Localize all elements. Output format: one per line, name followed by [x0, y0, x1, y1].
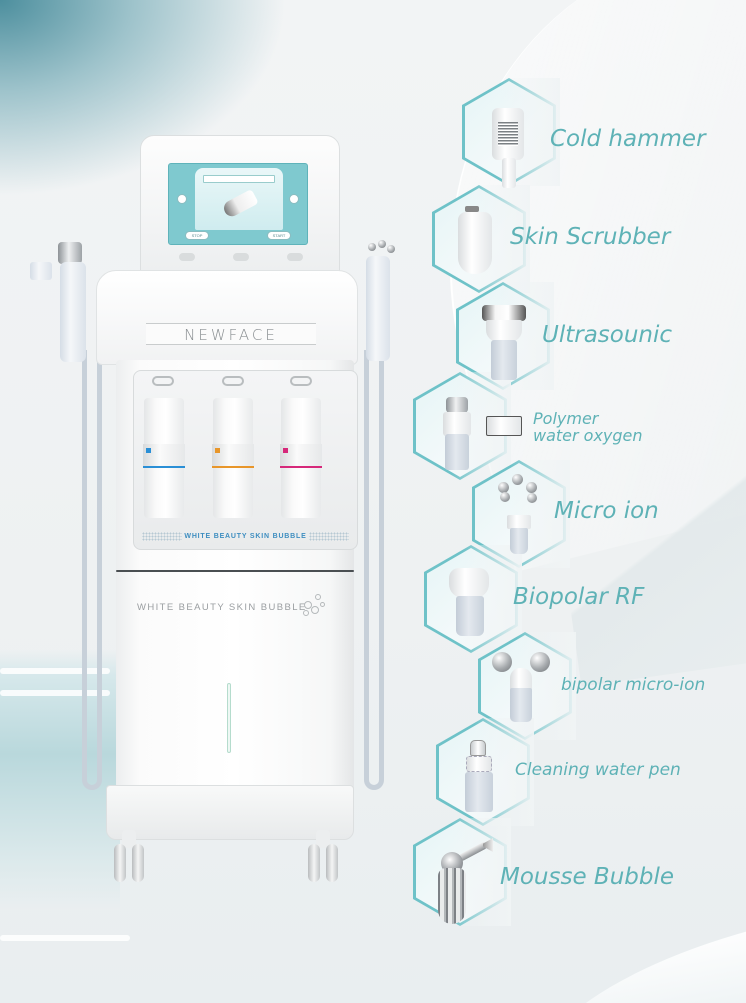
window-caption: WHITE BEAUTY SKIN BUBBLE — [184, 533, 307, 540]
bottle-handle[interactable] — [222, 376, 244, 386]
skin-scrubber-icon — [458, 212, 492, 274]
roller-ball-icon — [378, 240, 386, 248]
handpiece-body — [366, 256, 390, 361]
caster-wheel — [112, 830, 146, 882]
background-band-line — [0, 935, 130, 941]
screen-panel — [195, 168, 283, 230]
grille-dots — [142, 532, 182, 541]
cabinet-divider — [116, 570, 354, 572]
brand-band: NEWFACE — [146, 323, 316, 345]
bottle-b — [212, 398, 254, 518]
right-hose — [364, 350, 384, 790]
screen-left-button[interactable] — [177, 194, 187, 204]
start-button[interactable]: START — [267, 231, 291, 240]
metal-head — [58, 242, 82, 264]
control-knob[interactable] — [179, 253, 195, 261]
oxygen-spray-icon — [446, 397, 468, 413]
bottle-window: WHITE BEAUTY SKIN BUBBLE — [133, 370, 358, 550]
bottle-tag-icon — [146, 448, 151, 453]
brand-logo: NEWFACE — [184, 326, 278, 344]
feature-label: Mousse Bubble — [500, 864, 675, 890]
bottle-handle[interactable] — [290, 376, 312, 386]
background-band-line — [0, 668, 110, 674]
control-knob[interactable] — [287, 253, 303, 261]
bottle-label — [143, 444, 185, 468]
bipolar-rf-icon — [449, 568, 489, 598]
roller-ball-icon — [387, 245, 395, 253]
screen-handpiece-icon — [221, 188, 259, 220]
ultrasonic-icon — [482, 305, 526, 321]
screen-right-button[interactable] — [289, 194, 299, 204]
micro-ion-icon — [498, 482, 509, 493]
feature-label: Polymer water oxygen — [533, 409, 643, 445]
cleaning-pen-icon — [470, 740, 486, 756]
background-band-line — [0, 690, 110, 696]
touch-screen[interactable]: STOP START — [168, 163, 308, 245]
bipolar-micro-ion-icon — [492, 652, 512, 672]
oxygen-nozzle-icon — [30, 262, 52, 280]
left-hose — [82, 350, 102, 790]
bottle-a — [143, 398, 185, 518]
bottle-label — [280, 444, 322, 468]
feature-label: Ultrasounic — [542, 322, 673, 348]
bubbles-icon — [302, 594, 326, 618]
machine-head — [96, 270, 358, 365]
bottle-tag-icon — [283, 448, 288, 453]
screen-housing: STOP START — [140, 135, 340, 280]
caster-wheel — [306, 830, 340, 882]
cold-hammer-icon — [492, 108, 524, 160]
bottle-label — [212, 444, 254, 468]
roller-ball-icon — [368, 243, 376, 251]
indicator-light-strip — [227, 683, 231, 753]
machine-base — [106, 785, 354, 840]
feature-label: Cleaning water pen — [515, 760, 681, 780]
feature-label: Skin Scrubber — [510, 224, 671, 250]
stop-button[interactable]: STOP — [185, 231, 209, 240]
bottle-handle[interactable] — [152, 376, 174, 386]
cabinet-caption: WHITE BEAUTY SKIN BUBBLE — [137, 602, 307, 613]
feature-label: Micro ion — [554, 498, 659, 524]
grille-dots — [309, 532, 349, 541]
control-knob[interactable] — [233, 253, 249, 261]
handpiece-body — [60, 262, 86, 362]
screen-level-bar — [203, 175, 275, 183]
bottle-tag-icon — [215, 448, 220, 453]
feature-label: bipolar micro-ion — [561, 675, 706, 695]
bottle-c — [280, 398, 322, 518]
feature-label: Cold hammer — [550, 126, 706, 152]
beauty-machine: STOP START NEWFACE — [30, 135, 395, 882]
feature-label: Biopolar RF — [513, 584, 645, 610]
